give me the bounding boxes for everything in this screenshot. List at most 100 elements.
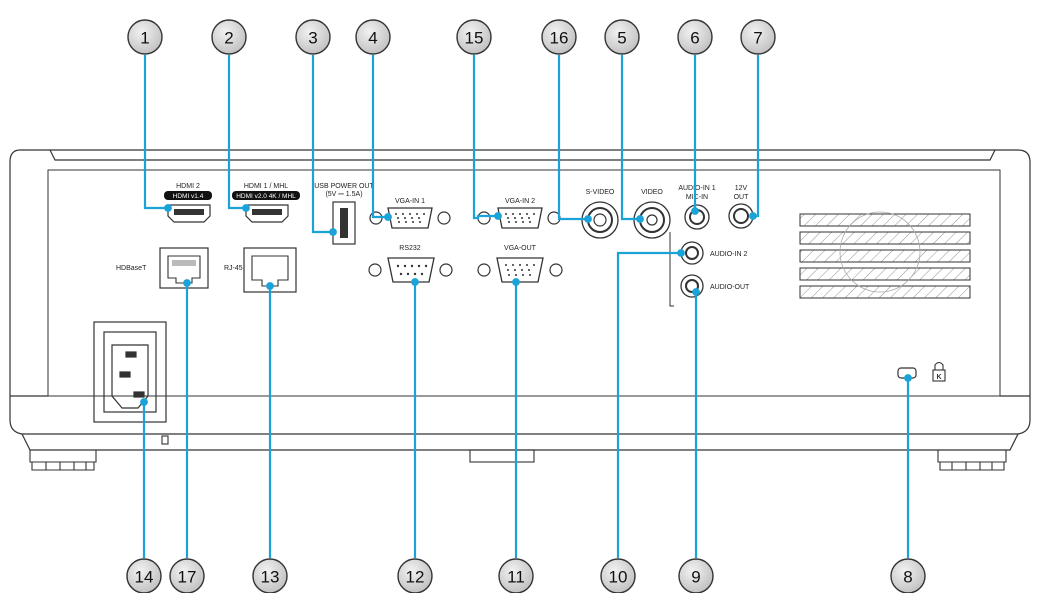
callout-badge-6: 6: [677, 19, 713, 55]
audio-group-divider: [669, 232, 674, 307]
vga-in1-port: VGA-IN 1: [369, 198, 451, 229]
s-video-port: S-VIDEO: [581, 189, 619, 239]
leader-dot-1: [164, 204, 172, 212]
leader-dot-16: [584, 215, 592, 223]
vga-in1-label: VGA-IN 1: [395, 198, 425, 205]
callout-number: 5: [617, 29, 626, 48]
leader-line-5: [620, 55, 640, 221]
video-label: VIDEO: [641, 189, 663, 196]
usb-label: USB POWER OUT: [314, 183, 374, 190]
callout-number: 1: [140, 29, 149, 48]
leader-dot-3: [329, 228, 337, 236]
leader-dot-13: [266, 282, 274, 290]
leader-line-3: [311, 55, 333, 234]
vga-in2-port: VGA-IN 2: [477, 198, 561, 229]
svg-text:K: K: [936, 374, 941, 381]
leader-line-16: [557, 55, 588, 221]
vent-grille: [799, 211, 971, 299]
callout-number: 12: [406, 568, 425, 587]
vga-out-port: VGA-OUT: [477, 245, 563, 283]
callout-number: 6: [690, 29, 699, 48]
audio-in1-label: AUDIO-IN 1: [678, 185, 715, 192]
leader-line-2: [227, 55, 246, 210]
hdmi2-port: HDMI 2 HDMI v1.4: [164, 183, 212, 223]
leader-lines: [140, 55, 912, 558]
leader-dot-11: [512, 278, 520, 286]
callout-badge-2: 2: [211, 19, 247, 55]
leader-line-15: [472, 55, 498, 220]
leader-dot-12: [411, 278, 419, 286]
audio-in1-mic-in-port: AUDIO-IN 1 MIC-IN: [678, 185, 716, 230]
leader-line-4: [371, 55, 388, 219]
12v-label: 12V: [735, 185, 748, 192]
hdmi1-version-label: HDMI v2.0 4K / MHL: [236, 193, 296, 200]
mic-in-label: MIC-IN: [686, 194, 708, 201]
callout-number: 14: [135, 568, 154, 587]
callout-badge-8: 8: [890, 558, 926, 593]
hdmi2-label: HDMI 2: [176, 183, 200, 190]
hdbaset-label: HDBaseT: [116, 265, 147, 272]
projector-feet: [29, 435, 1007, 471]
leader-dot-5: [636, 215, 644, 223]
hdbaset-port: HDBaseT: [116, 247, 209, 289]
callout-number: 10: [609, 568, 628, 587]
usb-spec-label: (5V ⎓ 1.5A): [325, 191, 362, 198]
out-label: OUT: [734, 194, 750, 201]
callout-badge-17: 17: [169, 558, 205, 593]
callout-badge-4: 4: [355, 19, 391, 55]
callout-badge-14: 14: [126, 558, 162, 593]
audio-in2-port: AUDIO-IN 2: [680, 241, 747, 265]
callout-number: 17: [178, 568, 197, 587]
leader-dot-7: [749, 212, 757, 220]
callout-number: 3: [308, 29, 317, 48]
hdmi2-version-label: HDMI v1.4: [173, 193, 204, 200]
callout-badge-7: 7: [740, 19, 776, 55]
callout-number: 2: [224, 29, 233, 48]
leader-dot-6: [691, 207, 699, 215]
rj45-port: RJ-45: [224, 247, 297, 293]
video-port: VIDEO: [633, 189, 671, 239]
callout-number: 9: [691, 568, 700, 587]
callout-badge-15: 15: [456, 19, 492, 55]
leader-dot-2: [242, 204, 250, 212]
callout-badge-12: 12: [397, 558, 433, 593]
leader-dot-9: [692, 288, 700, 296]
leader-dot-8: [904, 374, 912, 382]
leader-dot-17: [183, 279, 191, 287]
rs232-label: RS232: [399, 245, 421, 252]
leader-dot-14: [140, 398, 148, 406]
rs232-port: RS232: [368, 245, 453, 283]
callout-number: 15: [465, 29, 484, 48]
callout-number: 4: [368, 29, 377, 48]
audio-out-port: AUDIO-OUT: [680, 274, 750, 298]
leader-line-10: [616, 251, 681, 558]
s-video-label: S-VIDEO: [586, 189, 615, 196]
12v-out-port: 12V OUT: [728, 185, 754, 229]
leader-dot-10: [677, 249, 685, 257]
ac-power-inlet: [93, 321, 167, 423]
callout-number: 13: [261, 568, 280, 587]
usb-power-out-port: USB POWER OUT (5V ⎓ 1.5A): [314, 183, 374, 245]
callout-badge-10: 10: [600, 558, 636, 593]
callout-badge-1: 1: [127, 19, 163, 55]
hdmi1-port: HDMI 1 / MHL HDMI v2.0 4K / MHL: [232, 183, 300, 223]
callout-number: 8: [903, 568, 912, 587]
projector-body: [9, 149, 1031, 451]
rj45-label: RJ-45: [224, 265, 243, 272]
callout-badge-11: 11: [498, 558, 534, 593]
vga-in2-label: VGA-IN 2: [505, 198, 535, 205]
callout-badge-13: 13: [252, 558, 288, 593]
callout-badge-9: 9: [678, 558, 714, 593]
callout-number: 16: [550, 29, 569, 48]
hdmi1-label: HDMI 1 / MHL: [244, 183, 288, 190]
kensington-lock-icon: K: [932, 361, 946, 382]
callout-badge-3: 3: [295, 19, 331, 55]
callout-number: 11: [507, 568, 525, 587]
leader-dot-4: [384, 213, 392, 221]
leader-line-1: [143, 55, 168, 210]
callout-badge-16: 16: [541, 19, 577, 55]
callout-badge-5: 5: [604, 19, 640, 55]
audio-in2-label: AUDIO-IN 2: [710, 251, 747, 258]
